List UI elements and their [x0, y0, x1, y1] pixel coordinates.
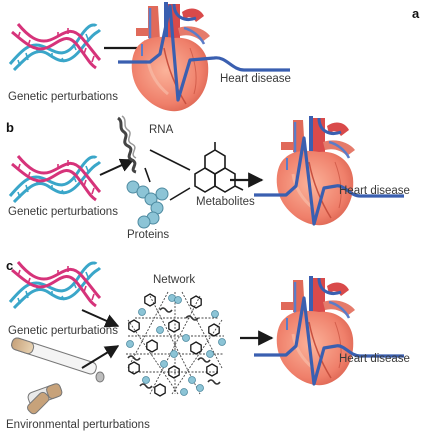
panel-a: a Genetic perturbations Heart disease	[8, 0, 420, 114]
rna-strand-icon	[117, 116, 137, 174]
panel-c-letter: c	[6, 258, 13, 273]
ecg-trace-icon	[254, 136, 404, 226]
arrow-environment-to-network	[81, 345, 120, 369]
network-label: Network	[153, 274, 195, 286]
arrow-to-rna	[99, 158, 135, 176]
ecg-trace-icon	[254, 296, 404, 386]
dna-helix-icon	[8, 260, 102, 310]
ecg-trace-icon	[118, 4, 290, 102]
cigarette-icon	[11, 337, 105, 415]
panel-a-outcome-label: Heart disease	[220, 73, 291, 85]
panel-a-dna-label: Genetic perturbations	[8, 91, 118, 103]
dna-helix-icon	[8, 154, 102, 204]
protein-beads-icon	[126, 180, 169, 229]
panel-c: c Genetic perturbations Environmental pe…	[6, 258, 410, 431]
proteins-label: Proteins	[127, 229, 169, 241]
heart-icon	[274, 274, 357, 388]
rna-strand-shadow	[121, 115, 137, 159]
dna-helix-icon	[8, 22, 102, 72]
panel-c-env-label: Environmental perturbations	[6, 419, 150, 431]
panel-b-dna-label: Genetic perturbations	[8, 206, 118, 218]
rna-label: RNA	[149, 124, 174, 136]
panel-c-dna-label: Genetic perturbations	[8, 325, 118, 337]
panel-b-letter: b	[6, 120, 14, 135]
panel-a-letter: a	[412, 6, 420, 21]
omics-links	[144, 149, 191, 201]
panel-c-outcome-label: Heart disease	[339, 353, 410, 365]
metabolites-label: Metabolites	[196, 196, 255, 208]
heart-icon	[274, 114, 357, 228]
panel-b: b Genetic perturbations RNA Proteins	[6, 114, 410, 241]
panel-b-outcome-label: Heart disease	[339, 185, 410, 197]
molecular-network-icon	[126, 291, 226, 397]
arrow-genetic-to-network	[81, 309, 120, 328]
metabolite-structure-icon	[194, 142, 244, 193]
